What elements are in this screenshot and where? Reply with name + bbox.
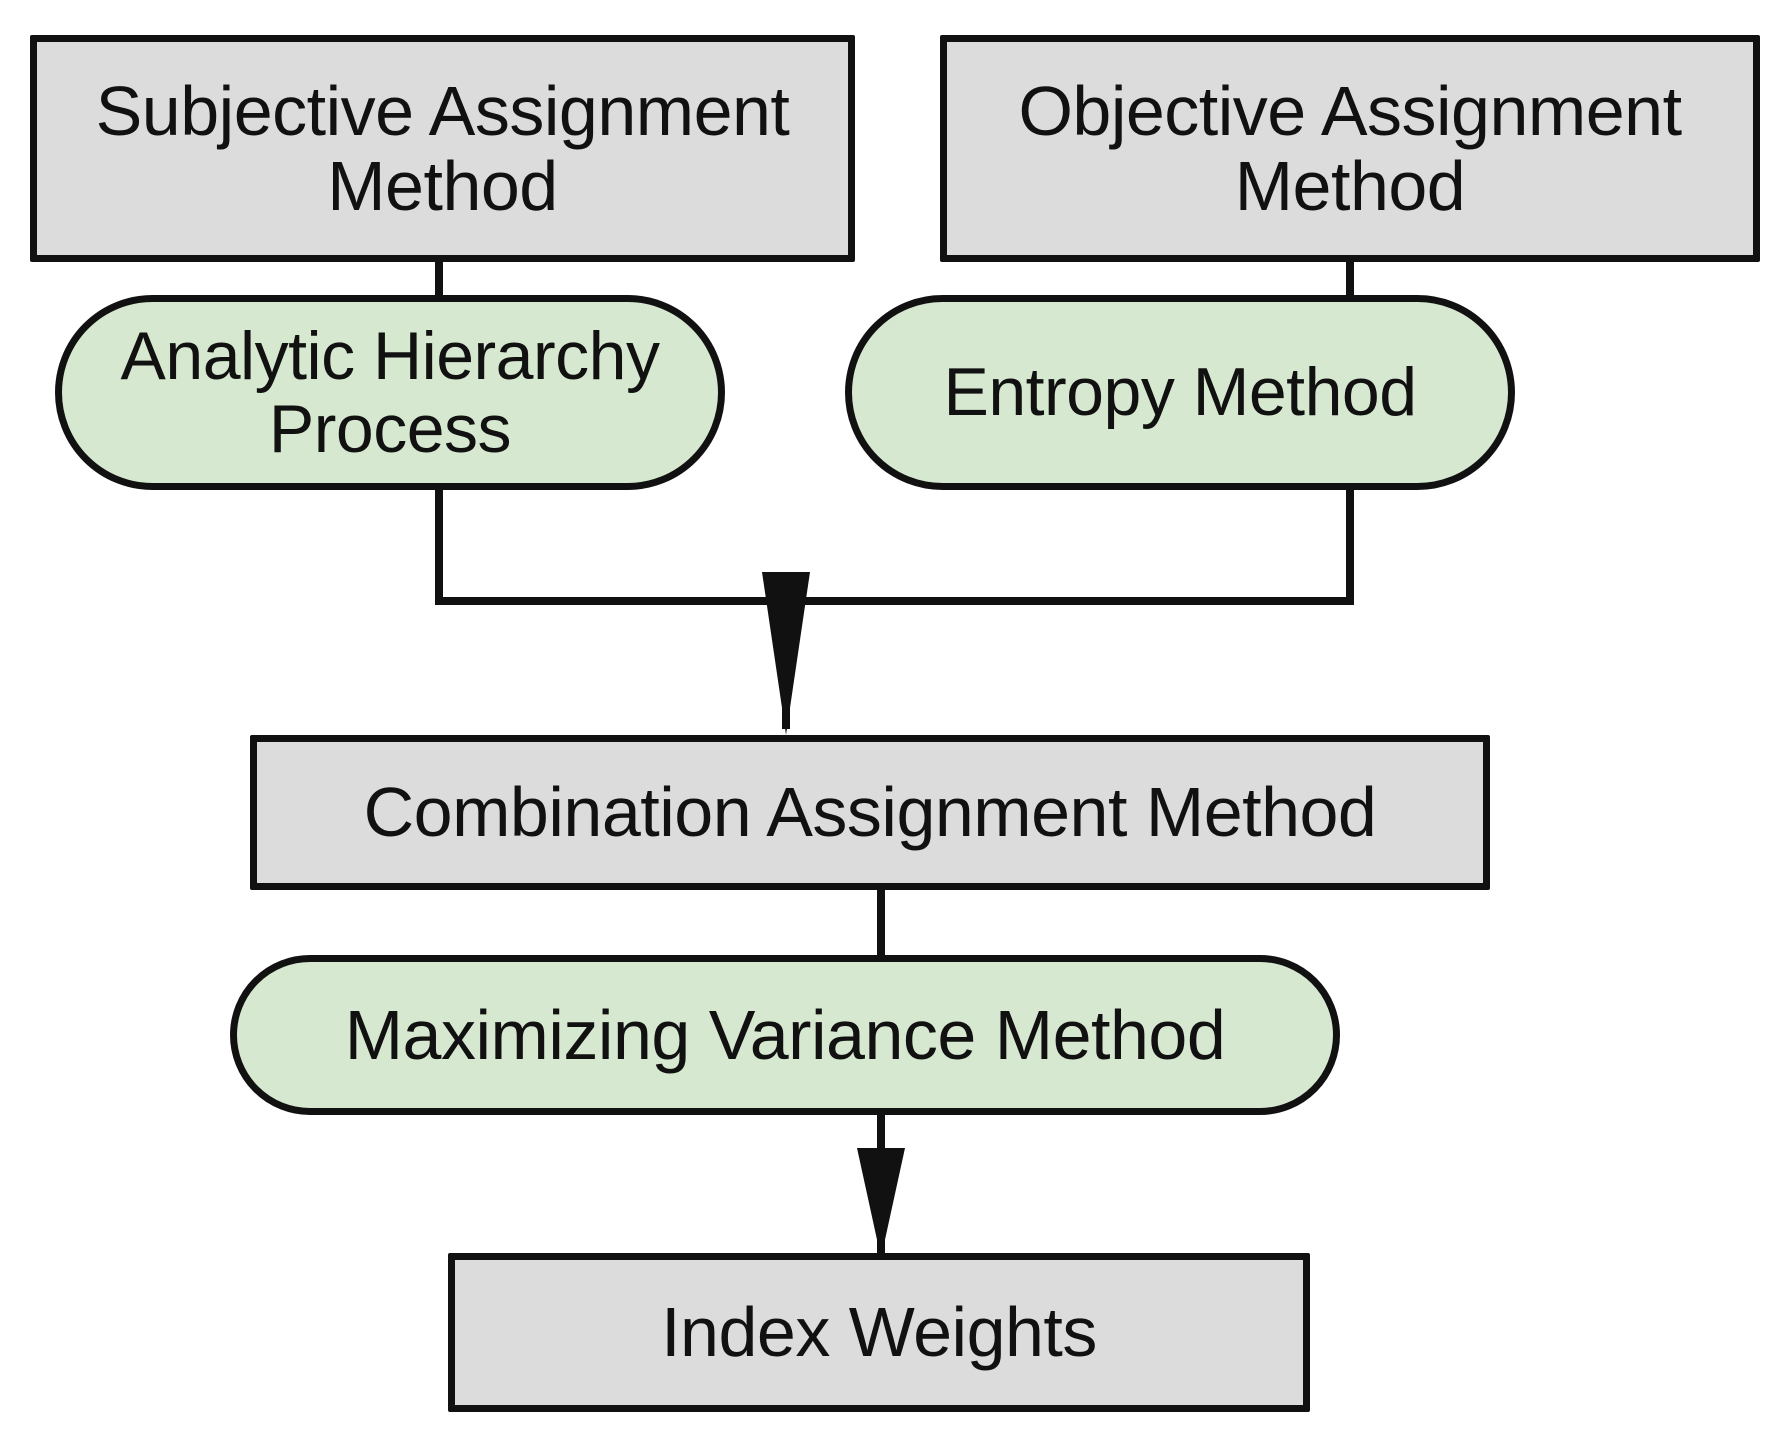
node-subjective-assignment-method[interactable]: Subjective Assignment Method bbox=[30, 35, 855, 262]
node-objective-assignment-method[interactable]: Objective Assignment Method bbox=[940, 35, 1760, 262]
edge-objective-to-entropy bbox=[1346, 258, 1354, 300]
node-maximizing-variance-method[interactable]: Maximizing Variance Method bbox=[230, 955, 1340, 1115]
edge-combination-to-maxvar bbox=[877, 886, 885, 962]
node-index-weights[interactable]: Index Weights bbox=[448, 1253, 1310, 1412]
node-combination-assignment-method-label: Combination Assignment Method bbox=[363, 773, 1377, 852]
node-objective-assignment-method-label: Objective Assignment Method bbox=[1018, 72, 1682, 225]
node-subjective-assignment-method-label: Subjective Assignment Method bbox=[95, 72, 790, 225]
arrowhead-to-indexweights-icon bbox=[857, 1148, 905, 1258]
node-analytic-hierarchy-process[interactable]: Analytic Hierarchy Process bbox=[55, 295, 725, 490]
node-entropy-method-label: Entropy Method bbox=[943, 354, 1417, 431]
node-analytic-hierarchy-process-label: Analytic Hierarchy Process bbox=[120, 318, 660, 467]
node-index-weights-label: Index Weights bbox=[661, 1293, 1097, 1372]
edge-merge-bar bbox=[435, 597, 1354, 605]
edge-subjective-to-ahp bbox=[435, 258, 443, 300]
edge-entropy-dropline bbox=[1346, 488, 1354, 604]
node-combination-assignment-method[interactable]: Combination Assignment Method bbox=[250, 735, 1490, 890]
node-entropy-method[interactable]: Entropy Method bbox=[845, 295, 1515, 490]
arrowhead-to-combination-icon bbox=[762, 572, 810, 735]
edge-ahp-dropline bbox=[435, 488, 443, 604]
node-maximizing-variance-method-label: Maximizing Variance Method bbox=[344, 995, 1226, 1074]
